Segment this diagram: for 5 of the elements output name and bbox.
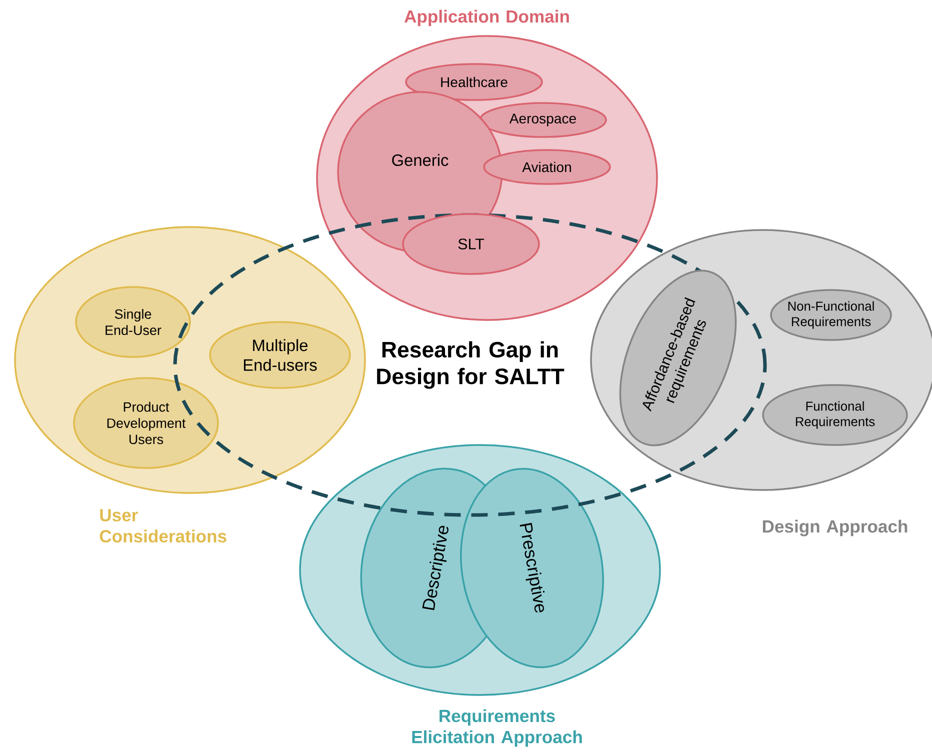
region-heading: Application Domain <box>404 10 569 26</box>
region-heading: Design Approach <box>762 520 908 536</box>
region-heading: User Considerations <box>100 509 226 542</box>
center-title: Research Gap in Design for SALTT <box>377 341 564 389</box>
region-heading: Requirements Elicitation Approach <box>412 709 582 747</box>
